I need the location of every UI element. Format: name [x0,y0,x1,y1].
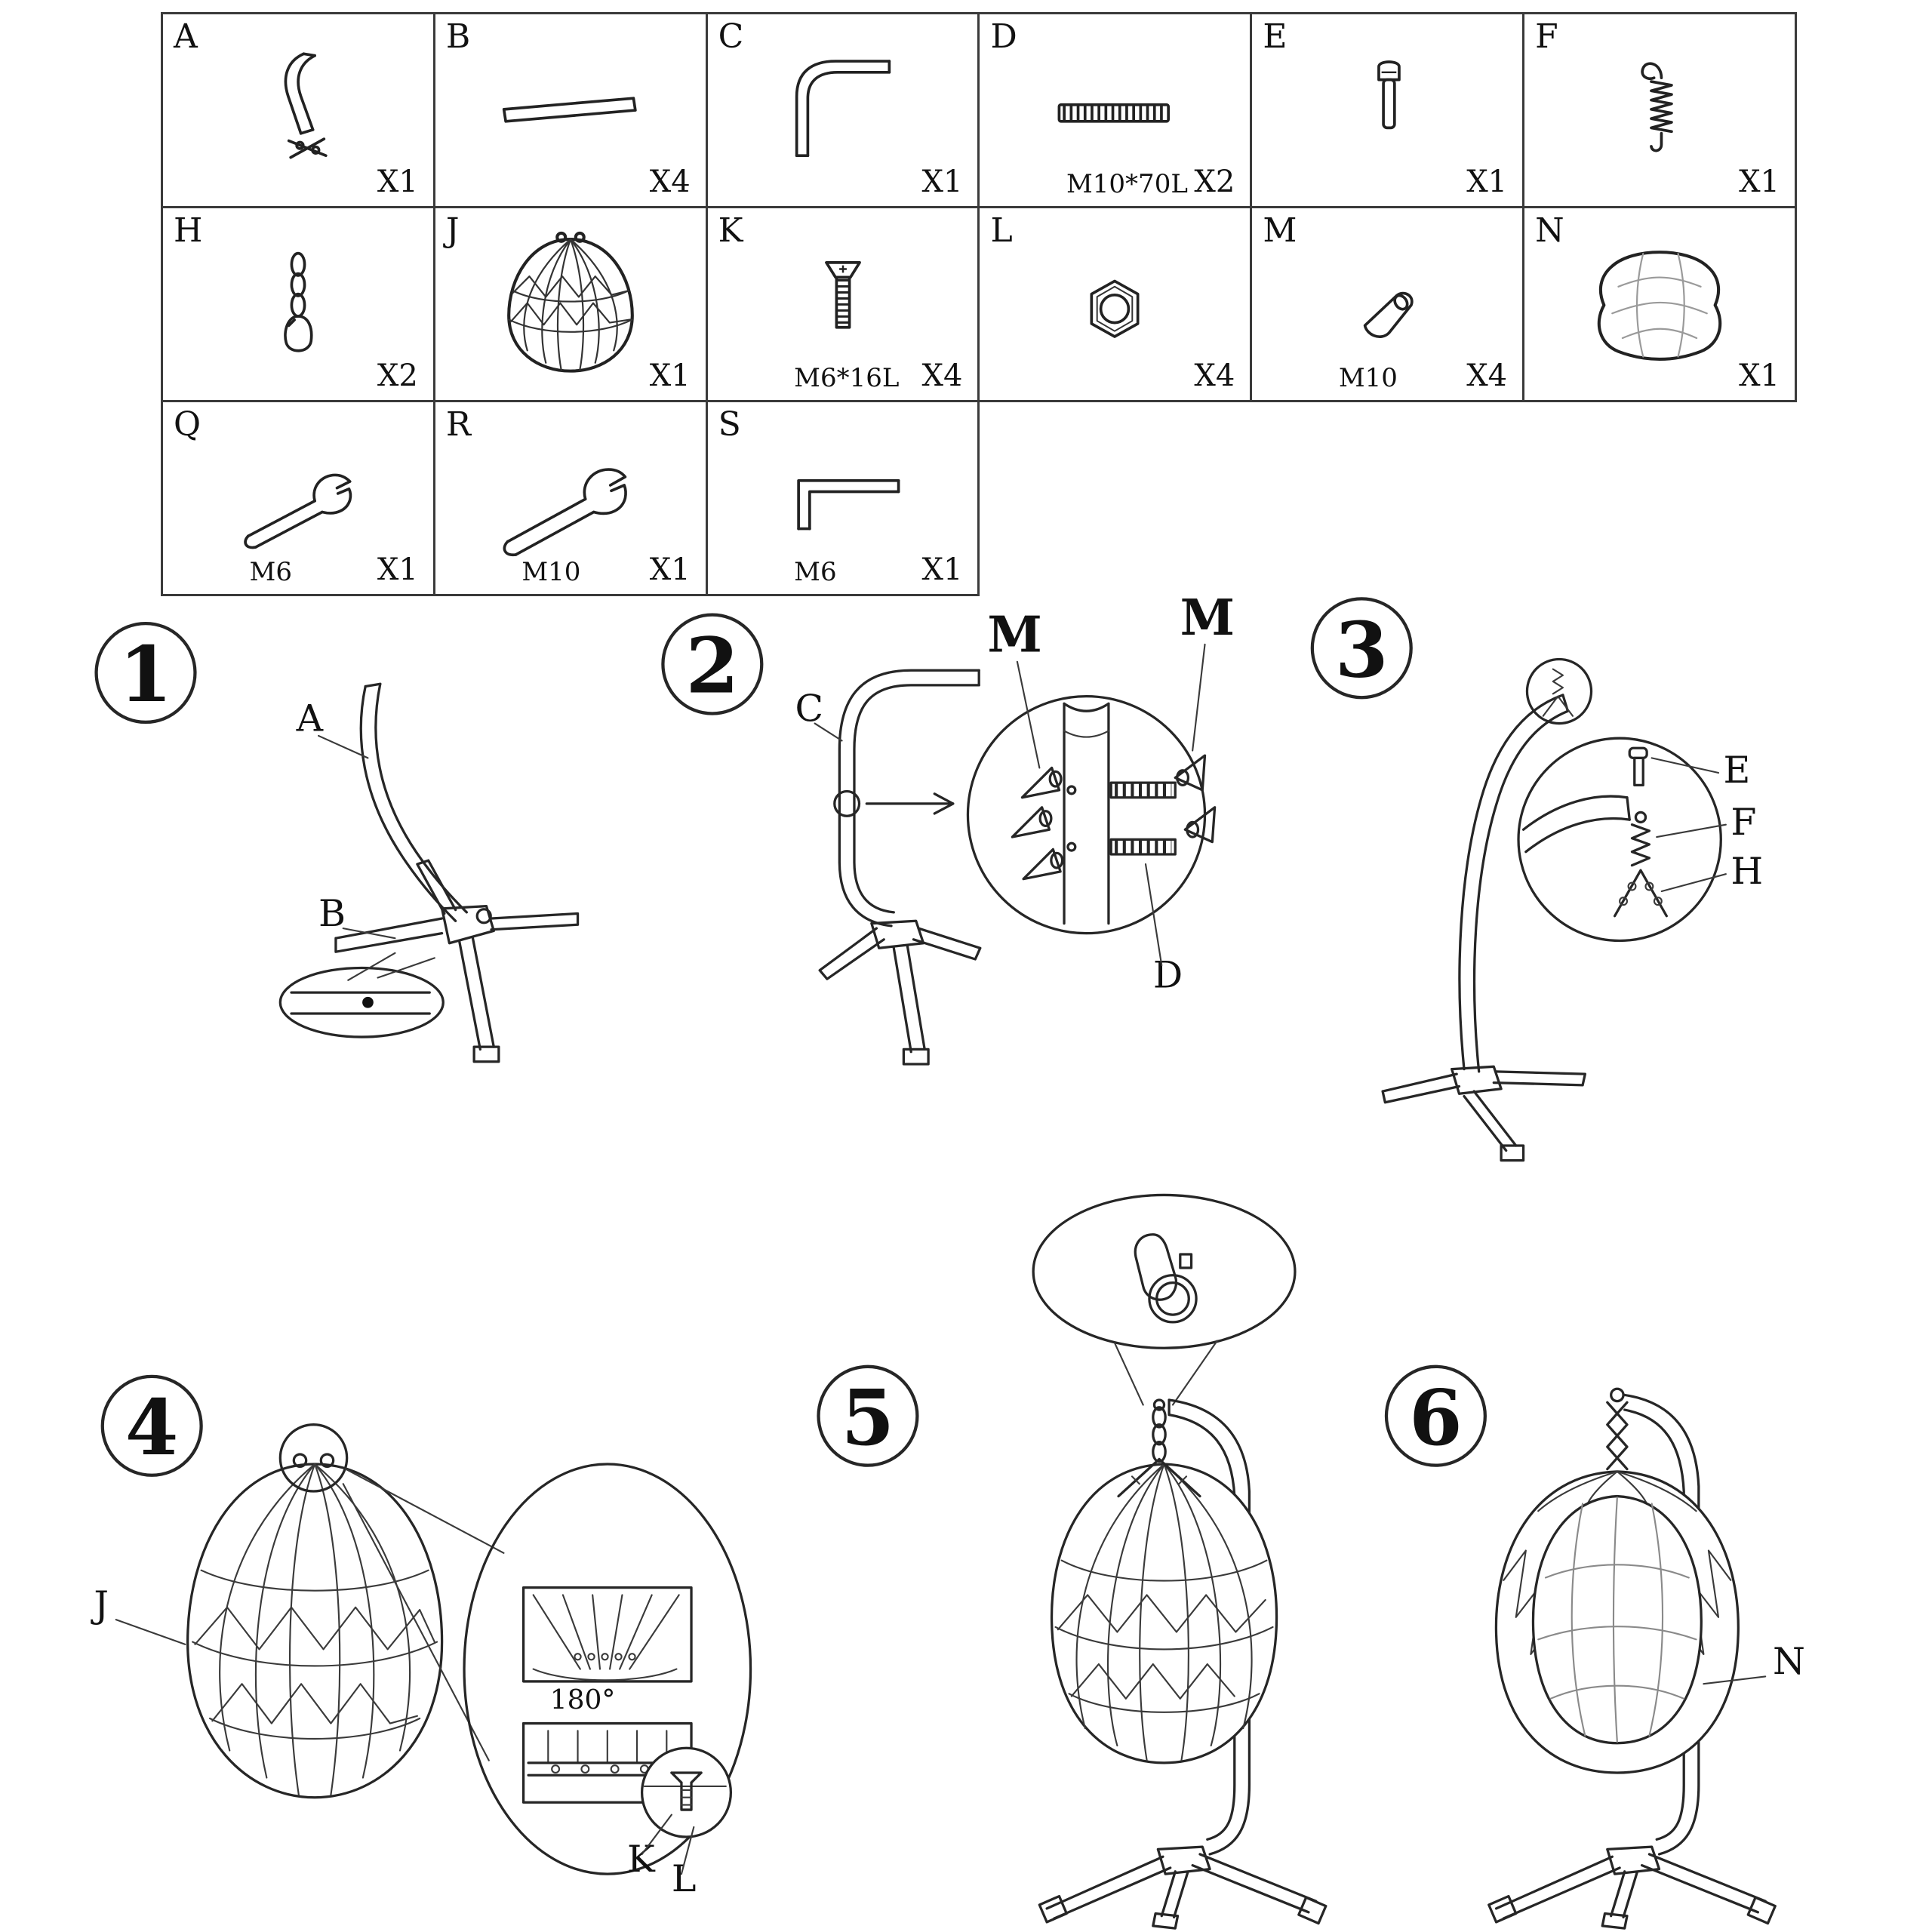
part-label: B [445,17,471,56]
step-2: 2 M M [661,589,1235,1066]
part-cell-q: Q M6 X1 [161,400,435,596]
part-j-icon [506,231,634,373]
part-cell-j: J X1 [432,206,708,402]
part-label: F [1535,17,1558,56]
step-5: 5 [817,1193,1327,1930]
part-cell-m: M M10 X4 [1250,206,1525,402]
part-qty: X1 [921,165,963,199]
part-cell-n: N X1 [1522,206,1797,402]
step-3-badge [1310,597,1413,700]
parts-table: A X1 B X4 C [161,12,1797,596]
part-label: R [445,405,471,444]
step-1-label-b: B [318,891,346,935]
step-6-label-n: N [1773,1639,1805,1683]
step-2-label-c: C [795,686,823,730]
part-cell-k: K M6*16L X4 [705,206,980,402]
step-2-label-d: D [1153,953,1183,997]
part-label: M [1263,211,1297,250]
part-label: D [990,17,1017,56]
step-3: 3 E F H [1310,597,1763,1162]
part-a-icon [284,52,328,159]
part-h-icon [284,251,313,352]
part-cell-h: H X2 [161,206,435,402]
part-qty: X1 [1739,358,1780,393]
part-s-icon [796,479,900,531]
step-4-number: 4 [125,1383,179,1472]
step-2-label-m-left: M [987,607,1041,664]
part-qty: X1 [921,552,963,587]
part-c-icon [795,60,891,158]
part-cell-f: F X1 [1522,12,1797,208]
part-n-icon [1597,251,1722,361]
part-qty: X2 [377,358,418,393]
step-4-badge [100,1374,203,1477]
step-2-label-m-right: M [1180,589,1235,647]
part-e-icon [1377,60,1401,130]
part-cell-b: B X4 [432,12,708,208]
part-label: C [718,17,744,56]
part-cell-e: E X1 [1250,12,1525,208]
step-2-badge [661,613,764,715]
part-label: S [718,405,741,444]
part-label: N [1535,211,1564,250]
part-cell-a: A X1 [161,12,435,208]
part-cell-l: L X4 [977,206,1253,402]
part-k-icon [824,261,861,329]
step-4-angle-label: 180° [550,1684,616,1715]
part-spec: M6*16L [794,363,900,393]
part-qty: X1 [1466,165,1508,199]
part-label: H [174,211,203,250]
part-cell-r: R M10 X1 [432,400,708,596]
step-1-label-a: A [296,696,324,740]
step-6-number: 6 [1409,1373,1463,1463]
step-3-label-f: F [1730,800,1756,844]
part-cell-d: D M10*70L X2 [977,12,1253,208]
step-2-number: 2 [686,621,740,711]
part-qty: X1 [649,552,691,587]
part-label: K [718,211,743,250]
part-q-icon [244,473,352,549]
part-r-icon [503,468,627,557]
part-qty: X1 [377,165,418,199]
step-4-label-j: J [90,1583,109,1626]
part-spec: M10 [521,557,581,587]
part-qty: X2 [1194,165,1235,199]
part-cell-c: C X1 [705,12,980,208]
step-6: 6 N [1384,1364,1805,1930]
step-4-label-k: K [627,1837,656,1881]
part-qty: X4 [649,165,691,199]
step-1-number: 1 [119,629,173,719]
part-label: Q [174,405,202,444]
part-spec: M10*70L [1066,169,1188,199]
part-label: E [1263,17,1287,56]
step-3-label-e: E [1724,748,1751,792]
step-4: 4 180° [90,1374,752,1900]
part-spec: M6 [794,557,837,587]
part-d-icon [1057,103,1171,123]
part-b-icon [502,97,637,123]
part-f-icon [1641,62,1673,152]
part-label: J [445,211,460,250]
part-spec: M10 [1338,363,1398,393]
part-qty: X4 [921,358,963,393]
step-5-number: 5 [841,1373,895,1463]
part-label: A [174,17,198,56]
step-6-badge [1384,1364,1487,1467]
part-qty: X1 [377,552,418,587]
step-3-label-h: H [1730,849,1763,893]
part-cell-s: S M6 X1 [705,400,980,596]
part-m-icon [1363,291,1414,339]
part-label: L [990,211,1013,250]
part-l-icon [1090,279,1140,338]
part-qty: X1 [649,358,691,393]
part-qty: X4 [1194,358,1235,393]
step-1: 1 A B [94,621,580,1063]
step-1-badge [94,621,197,724]
part-qty: X4 [1466,358,1508,393]
step-5-badge [817,1364,919,1467]
part-spec: M6 [249,557,292,587]
step-3-number: 3 [1335,605,1389,694]
part-qty: X1 [1739,165,1780,199]
